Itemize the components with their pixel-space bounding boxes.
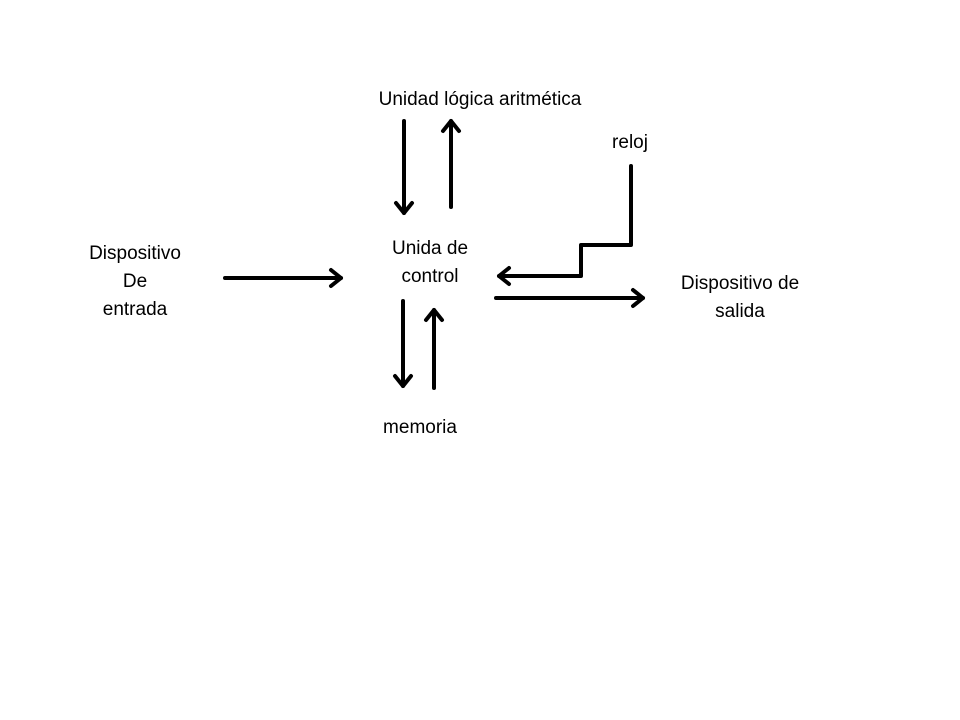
- node-control-unit-line-1: Unida de: [391, 238, 469, 259]
- node-input-device: Dispositivo De entrada: [60, 240, 210, 324]
- node-control-unit-line-2: control: [401, 266, 459, 287]
- node-input-device-line-2: De: [122, 271, 148, 292]
- node-alu-label: Unidad lógica aritmética: [378, 89, 582, 110]
- node-clock: reloj: [590, 129, 670, 157]
- node-memory: memoria: [350, 414, 490, 442]
- node-input-device-line-1: Dispositivo: [89, 243, 181, 264]
- arrow-memory-to-control: [424, 308, 444, 390]
- node-memory-label: memoria: [383, 417, 457, 438]
- node-output-device-line-1: Dispositivo de: [680, 273, 800, 294]
- node-alu: Unidad lógica aritmética: [300, 86, 660, 114]
- arrow-clock-to-control: [497, 164, 633, 286]
- arrow-alu-to-control: [394, 119, 414, 215]
- node-output-device: Dispositivo de salida: [650, 270, 830, 326]
- arrow-control-to-memory: [393, 299, 413, 388]
- arrow-control-to-output: [494, 288, 645, 308]
- node-output-device-line-2: salida: [715, 301, 765, 322]
- node-clock-label: reloj: [612, 132, 648, 153]
- node-control-unit: Unida de control: [360, 235, 500, 291]
- node-input-device-line-3: entrada: [102, 299, 168, 320]
- arrow-input-to-control: [223, 268, 343, 288]
- arrow-control-to-alu: [441, 119, 461, 209]
